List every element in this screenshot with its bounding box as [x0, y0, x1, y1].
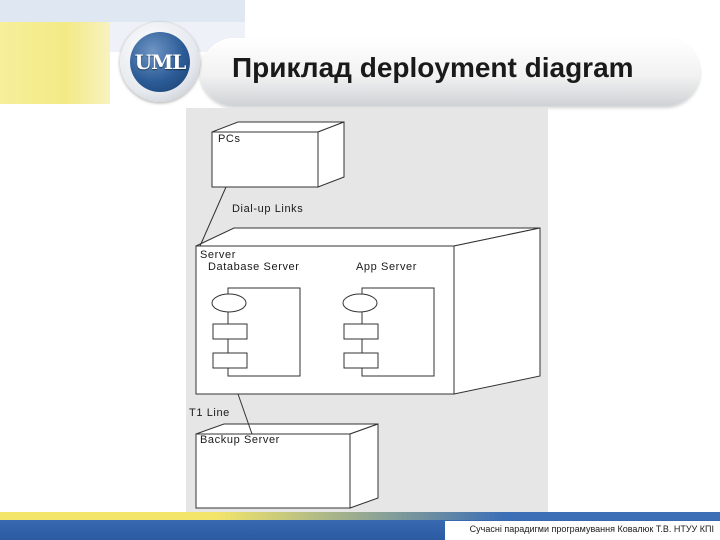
label-database-server: Database Server [208, 261, 300, 273]
decor-band-blue [0, 0, 245, 22]
decor-band-yellow [0, 22, 110, 104]
component-app-server [342, 287, 435, 377]
label-t1-line: T1 Line [189, 407, 230, 419]
title-bar [200, 38, 700, 106]
link-t1 [237, 393, 253, 435]
deployment-diagram-svg: PCs Dial-up Links Server Database Server… [189, 121, 541, 509]
label-backup-server: Backup Server [200, 434, 280, 446]
deployment-diagram: PCs Dial-up Links Server Database Server… [186, 108, 548, 516]
uml-logo-text: UML [134, 50, 187, 74]
label-dialup-links: Dial-up Links [232, 203, 303, 215]
node-pcs [211, 121, 345, 188]
label-app-server: App Server [356, 261, 417, 273]
label-server: Server [200, 249, 236, 261]
footer-text-box [445, 521, 720, 540]
component-database-server [211, 287, 301, 377]
footer-text: Сучасні парадигми програмування Ковалюк … [469, 524, 714, 534]
footer-accent-stripe [0, 512, 720, 520]
page-title: Приклад deployment diagram [232, 52, 634, 83]
link-dialup [199, 186, 227, 247]
uml-logo-disc: UML [130, 32, 190, 92]
node-backup-server [195, 423, 379, 509]
label-pcs: PCs [218, 133, 241, 145]
uml-logo: UML [120, 22, 200, 102]
